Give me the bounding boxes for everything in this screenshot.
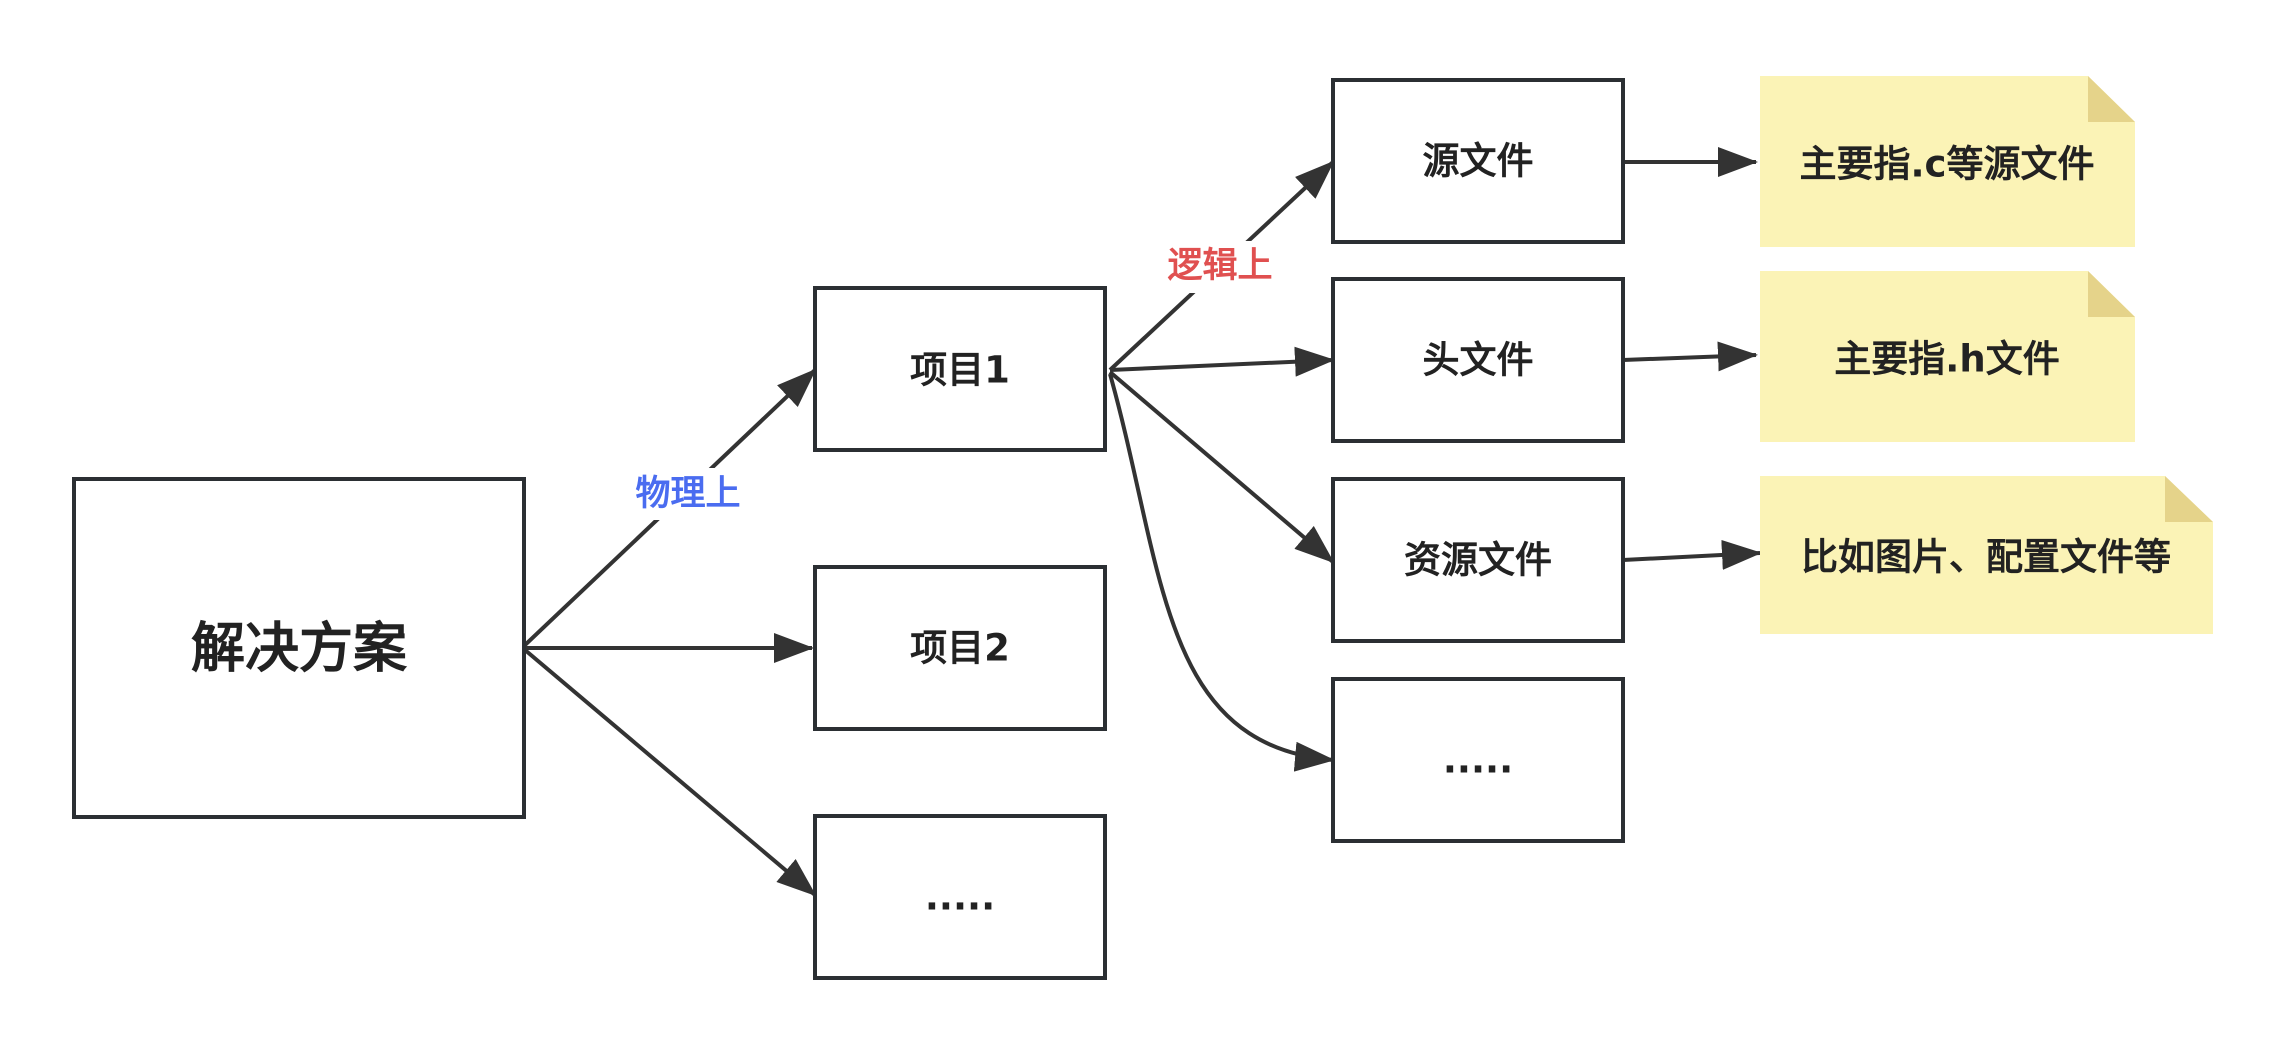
node-file-more-label: ..... [1443, 739, 1513, 782]
note-header-label: 主要指.h文件 [1834, 338, 2059, 381]
note-resource: 比如图片、配置文件等 [1760, 476, 2213, 634]
node-project1: 项目1 [813, 286, 1107, 452]
edge-solution-to-project-more [523, 648, 817, 897]
node-resource-file: 资源文件 [1331, 477, 1625, 643]
edge-label-logical: 逻辑上 [1167, 246, 1272, 286]
node-project1-label: 项目1 [910, 349, 1010, 392]
node-project2-label: 项目2 [910, 627, 1010, 670]
edge-resource-to-note [1622, 539, 1762, 570]
node-solution: 解决方案 [72, 477, 526, 819]
note-resource-label: 比如图片、配置文件等 [1801, 536, 2171, 579]
node-source-file-label: 源文件 [1423, 140, 1534, 183]
node-project2: 项目2 [813, 565, 1107, 731]
node-solution-label: 解决方案 [191, 617, 408, 680]
node-header-file-label: 头文件 [1423, 339, 1534, 382]
node-file-more: ..... [1331, 677, 1625, 843]
edges [523, 147, 1762, 897]
node-source-file: 源文件 [1331, 78, 1625, 244]
node-header-file: 头文件 [1331, 277, 1625, 443]
note-source: 主要指.c等源文件 [1760, 76, 2135, 247]
note-header: 主要指.h文件 [1760, 271, 2135, 442]
logical-label-bg [1158, 241, 1283, 293]
edge-project1-to-file-more [1108, 373, 1335, 772]
physical-label-bg [625, 468, 750, 520]
node-resource-file-label: 资源文件 [1404, 539, 1552, 582]
edge-project1-to-header [1109, 346, 1335, 377]
node-project-more-label: ..... [925, 876, 995, 919]
edge-project1-to-resource [1108, 370, 1335, 564]
edge-label-physical: 物理上 [635, 474, 740, 514]
note-source-label: 主要指.c等源文件 [1800, 143, 2095, 186]
edge-header-to-note [1622, 341, 1758, 372]
node-project-more: ..... [813, 814, 1107, 980]
